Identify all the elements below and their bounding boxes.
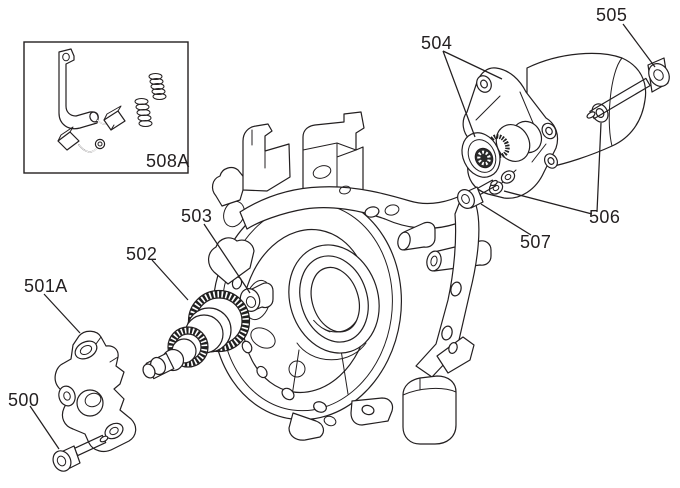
bolt-507-drawing (457, 179, 498, 209)
bolt-500-drawing (52, 434, 109, 472)
part-callout-506: 506 (589, 207, 621, 227)
brush-with-lead-2-drawing (57, 126, 106, 153)
brush-holder-bracket-drawing (58, 48, 99, 130)
brush-with-lead-1-drawing (96, 105, 126, 131)
part-callout-503: 503 (181, 206, 213, 226)
starter-motor-drawing (461, 52, 647, 199)
brush-spring-1-drawing (134, 98, 153, 127)
bolt-505-drawing (586, 57, 670, 120)
part-callout-502: 502 (126, 244, 158, 264)
part-callout-507: 507 (520, 232, 552, 252)
washer-506-lower-drawing (488, 170, 516, 195)
mount-bracket-501a-drawing (54, 330, 137, 453)
leader-lines (29, 23, 656, 450)
part-callout-500: 500 (8, 390, 40, 410)
brush-spring-2-drawing (148, 73, 167, 100)
part-callout-505: 505 (596, 5, 628, 25)
part-callout-504: 504 (421, 33, 453, 53)
brush-kit-box (23, 41, 189, 174)
crankcase-drawing (208, 111, 492, 445)
part-callout-501a: 501A (24, 276, 68, 296)
part-callout-508a: 508A (146, 151, 190, 171)
starter-drive-gear-drawing (142, 289, 251, 380)
